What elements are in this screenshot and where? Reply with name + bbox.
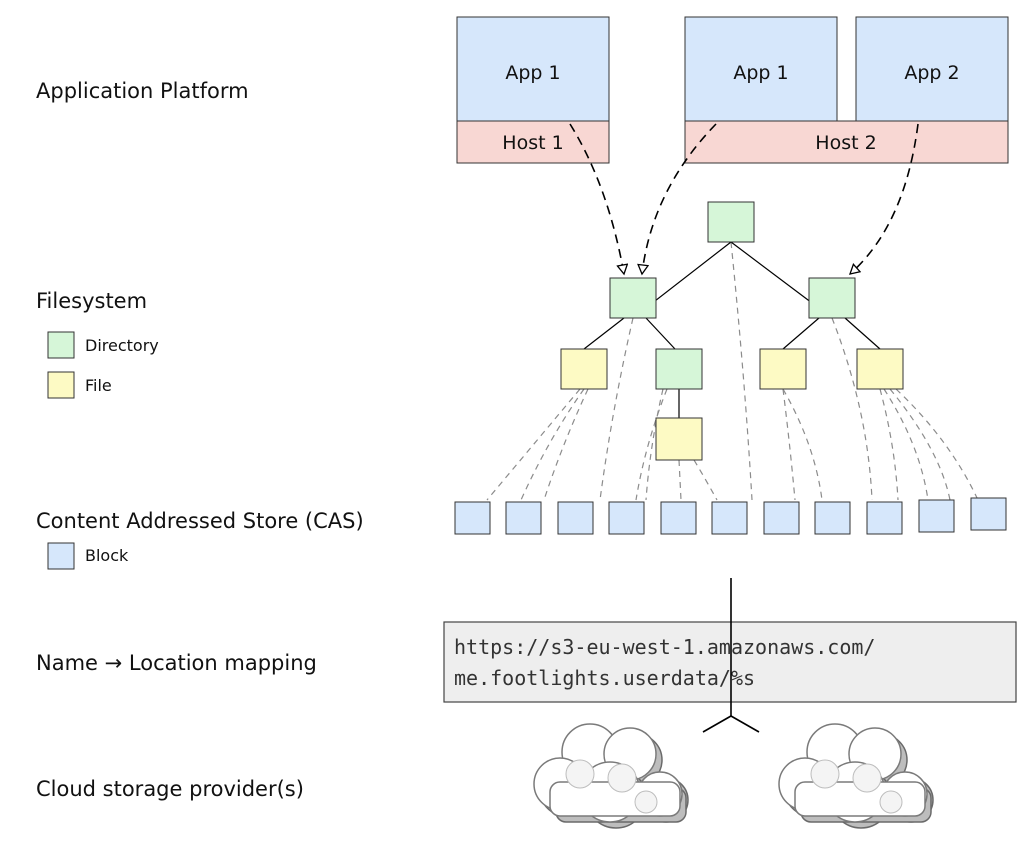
host-box	[684, 120, 1009, 164]
row-label-filesystem: Filesystem	[36, 289, 147, 313]
app-label: App 1	[505, 62, 560, 84]
cloud-icon	[533, 723, 689, 829]
host-box	[456, 120, 610, 164]
cas-block	[814, 501, 851, 535]
cloud-icon	[778, 723, 934, 829]
cas-block	[454, 501, 491, 535]
mount-arrows	[569, 123, 919, 274]
row-label-application-platform: Application Platform	[36, 79, 249, 103]
cas-block	[711, 501, 748, 535]
app-box	[855, 16, 1009, 122]
app-label: App 2	[904, 62, 959, 84]
cas-block	[970, 497, 1007, 531]
legend-directory-label: Directory	[85, 336, 159, 355]
app-label: App 1	[733, 62, 788, 84]
app-box	[456, 16, 610, 122]
cas-block	[918, 499, 955, 533]
legend-block: Block	[47, 542, 129, 570]
file-swatch	[47, 371, 75, 399]
row-label-cloud: Cloud storage provider(s)	[36, 777, 304, 801]
file-node	[759, 348, 807, 390]
cas-block	[763, 501, 800, 535]
block-swatch	[47, 542, 75, 570]
legend-directory: Directory	[47, 331, 159, 359]
legend-block-label: Block	[85, 546, 129, 565]
directory-node	[808, 277, 856, 319]
file-node	[655, 417, 703, 461]
row-label-cas: Content Addressed Store (CAS)	[36, 509, 364, 533]
cas-blocks	[454, 497, 1007, 535]
lookup-line	[702, 578, 760, 733]
directory-node	[655, 348, 703, 390]
directory-swatch	[47, 331, 75, 359]
cas-block	[660, 501, 697, 535]
file-node	[560, 348, 608, 390]
mapping-url-line-2: me.footlights.userdata/%s	[454, 666, 755, 690]
app-box	[684, 16, 838, 122]
file-node	[856, 348, 904, 390]
mapping-box: https://s3-eu-west-1.amazonaws.com/ me.f…	[443, 621, 1017, 703]
mapping-url-line-1: https://s3-eu-west-1.amazonaws.com/	[454, 635, 875, 659]
cas-block	[866, 501, 903, 535]
cas-block	[608, 501, 645, 535]
host-1-group: App 1 Host 1	[456, 16, 610, 164]
host-2-group: App 1 App 2 Host 2	[684, 16, 1009, 164]
tree-edges	[583, 241, 881, 418]
host-label: Host 2	[815, 132, 876, 154]
directory-node	[707, 201, 755, 243]
mapping-box-background	[443, 621, 1017, 703]
directory-node	[609, 277, 657, 319]
legend-file: File	[47, 371, 112, 399]
cas-block	[505, 501, 542, 535]
row-label-name-mapping: Name → Location mapping	[36, 651, 317, 675]
legend-file-label: File	[85, 376, 112, 395]
host-label: Host 1	[502, 132, 563, 154]
block-reference-links	[486, 241, 979, 501]
cas-block	[557, 501, 594, 535]
